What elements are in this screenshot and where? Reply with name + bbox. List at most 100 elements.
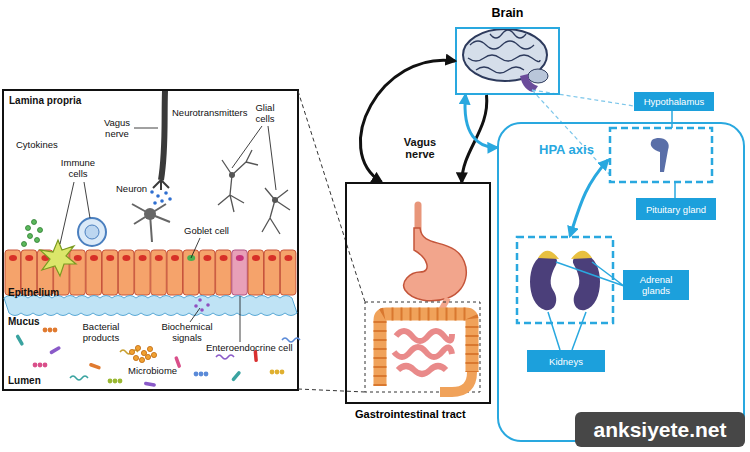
bacterial-product [147, 346, 152, 351]
structure-label-box: Kidneys [527, 350, 605, 372]
bacterial-product [133, 355, 138, 360]
cytokine [22, 242, 27, 247]
epithelial-cell [70, 250, 86, 295]
cytokine [38, 228, 43, 233]
zoom-lines [298, 91, 365, 392]
vagus-connector [462, 95, 487, 182]
kidney-frame [517, 237, 613, 323]
part-label: Neuron [116, 184, 147, 195]
leader-lines [60, 126, 276, 342]
immune-cell-nucleus [85, 225, 99, 239]
cell-nucleus [139, 255, 147, 261]
coccus-bacterium [270, 370, 275, 375]
stomach [404, 228, 467, 301]
colon [380, 314, 472, 386]
cell-nucleus [220, 255, 228, 261]
brain-box: Brain [455, 27, 560, 95]
vagus-connector [360, 60, 455, 182]
coccus-bacterium [113, 379, 118, 384]
node-text: Hypothalamus [644, 96, 705, 107]
glial-cell-branches [218, 150, 290, 234]
rod-bacterium [231, 370, 241, 381]
cell-nucleus [236, 255, 244, 261]
bacterial-product [135, 345, 140, 350]
coccus-bacterium [53, 328, 58, 333]
cell-nucleus [155, 255, 163, 261]
vagus-nerve-fibre [161, 91, 165, 180]
bacterial-product [151, 352, 156, 357]
epithelial-cell [264, 250, 280, 295]
rod-bacterium [15, 334, 24, 346]
epithelial-cell [167, 250, 183, 295]
neurotransmitter [156, 194, 160, 198]
coccus-bacterium [275, 370, 280, 375]
epithelial-cell [199, 250, 215, 295]
biochemical-signal [198, 298, 202, 302]
rod-bacterium [49, 346, 61, 355]
dendritic-cell [40, 240, 76, 276]
coccus-bacterium [108, 379, 113, 384]
cell-nucleus [74, 255, 82, 261]
cytokine [26, 226, 31, 231]
coccus-bacterium [194, 372, 199, 377]
cell-nucleus [252, 255, 260, 261]
biochemical-signal [200, 308, 204, 312]
part-label: Enteroendocrine cell [206, 343, 293, 354]
epithelial-cell [151, 250, 167, 295]
part-label: Immune cells [60, 158, 96, 179]
rectum [440, 372, 472, 392]
coccus-bacterium [43, 363, 48, 368]
node-text: Gastrointestinal tract [355, 408, 466, 420]
coccus-bacterium [280, 370, 285, 375]
structure-label-box: Hypothalamus [634, 92, 714, 111]
cell-nucleus [122, 255, 130, 261]
rod-bacterium [144, 381, 156, 387]
neurotransmitter [150, 190, 154, 194]
part-label: Cytokines [16, 140, 58, 151]
cell-nucleus [203, 255, 211, 261]
cell-nucleus [9, 255, 17, 261]
bacterial-product [139, 357, 144, 362]
neuron-body [144, 208, 156, 220]
coccus-bacterium [43, 328, 48, 333]
cell-nucleus [171, 255, 179, 261]
projection-lines [532, 90, 634, 175]
biochemical-signal [194, 304, 198, 308]
gut-wall-layer [4, 250, 300, 387]
brain-gyri [468, 30, 540, 73]
part-label: Microbiome [128, 366, 177, 377]
adrenal-gland [571, 251, 592, 259]
bacterial-product [141, 350, 146, 355]
small-intestine [394, 331, 452, 374]
structure-label-box: Adrenal glands [623, 270, 689, 300]
colon-haustra [380, 314, 472, 386]
cell-nucleus [268, 255, 276, 261]
rod-bacterium [89, 363, 101, 370]
epithelial-cell [86, 250, 102, 295]
nerve-terminal [153, 180, 169, 190]
part-label: Biochemical signals [158, 322, 216, 343]
bacterial-product [145, 354, 150, 359]
coccus-bacterium [118, 379, 123, 384]
neurotransmitter [153, 201, 157, 205]
epithelial-cell [118, 250, 133, 295]
neuron-dendrites [132, 204, 170, 242]
cytokine [32, 220, 37, 225]
neurotransmitter [168, 197, 172, 201]
node-text: Pituitary gland [646, 204, 706, 215]
coccus-bacterium [33, 363, 38, 368]
cell-nucleus [106, 255, 114, 261]
kidney [573, 255, 600, 310]
cell-nucleus [25, 255, 33, 261]
spiral-bacterium [216, 355, 234, 359]
cell-nucleus [284, 255, 292, 261]
part-label: Vagus nerve [100, 118, 134, 139]
enteroendocrine-cell [232, 250, 248, 295]
node-text: Adrenal glands [626, 274, 686, 296]
coccus-bacterium [199, 372, 204, 377]
glial-cell-body [229, 172, 235, 178]
zoom-region [365, 302, 480, 392]
node-text: Kidneys [549, 356, 583, 367]
